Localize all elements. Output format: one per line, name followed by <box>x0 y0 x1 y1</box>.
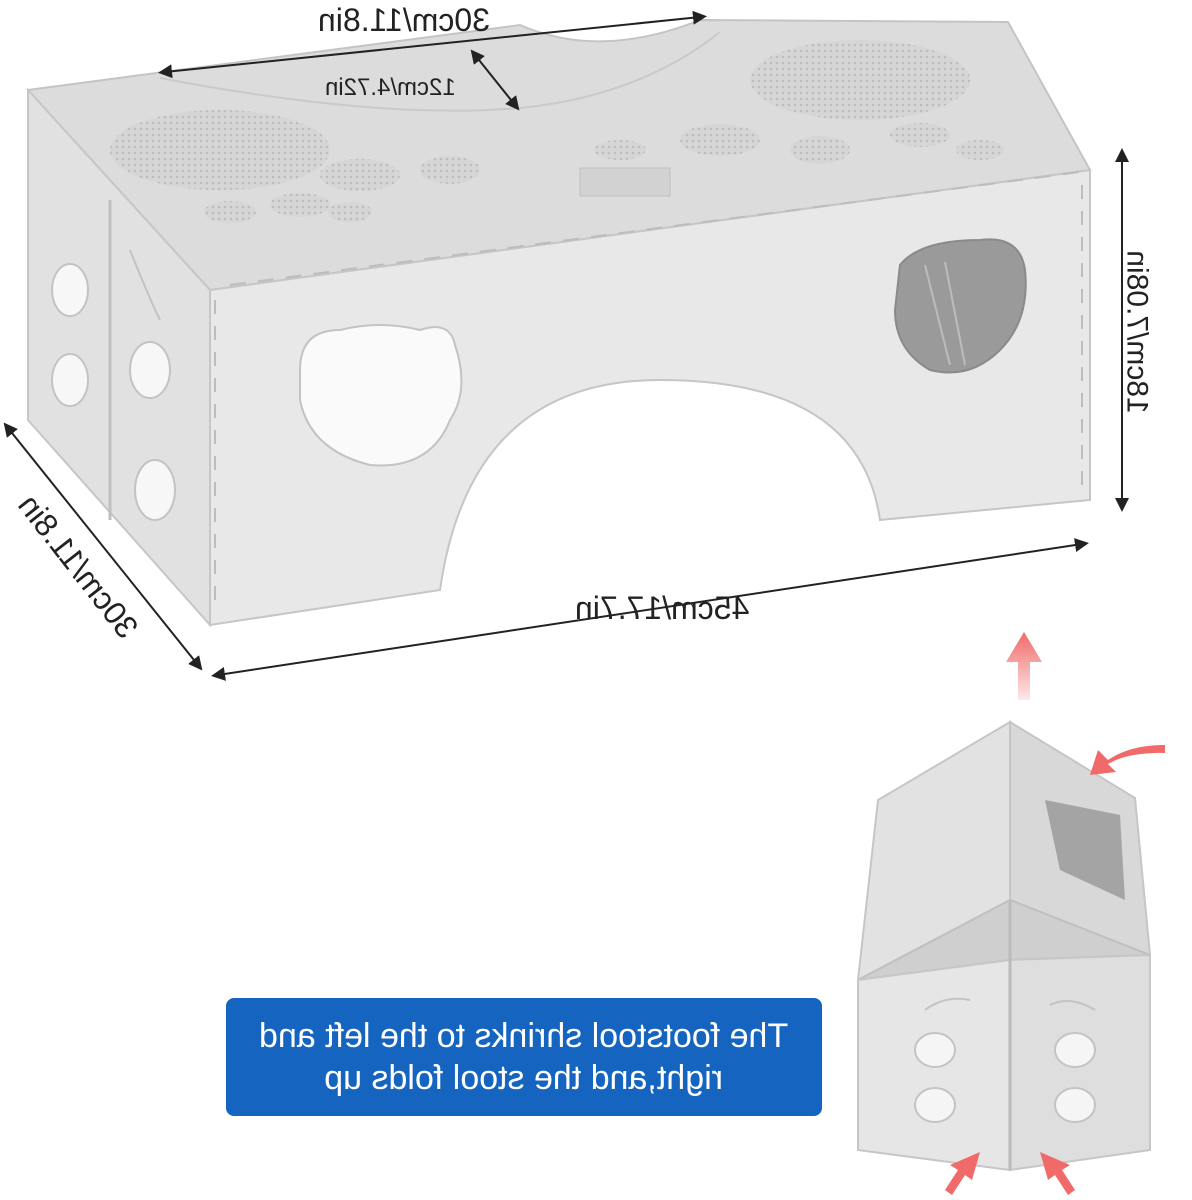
top-width-line <box>158 10 707 79</box>
arrow-in-left-icon <box>945 1152 980 1195</box>
length-label: 45cm/17.7in <box>575 590 750 626</box>
dimension-lines <box>3 10 1129 681</box>
front-cutout-left <box>299 324 463 467</box>
caption-box: The footstool shrinks to the left and ri… <box>226 998 822 1116</box>
arrow-curve-icon <box>1090 745 1165 775</box>
stool-folded <box>856 632 1165 1195</box>
cutout-depth-label: 12cm/4.72in <box>325 74 456 101</box>
grip-pads <box>110 40 1004 223</box>
arrow-up-icon <box>1006 632 1042 700</box>
stool-main <box>25 18 1092 628</box>
length-line <box>211 538 1089 681</box>
stool-front-face <box>209 168 1091 627</box>
folded-side-opening <box>1045 800 1125 900</box>
height-label: 18cm/7.08in <box>1120 250 1154 414</box>
fold-arrows <box>945 632 1165 1195</box>
arrow-in-right-icon <box>1040 1152 1075 1195</box>
puzzle-edge <box>214 171 1083 610</box>
top-width-label: 30cm/11.8in <box>318 2 490 38</box>
cutout-depth-line <box>470 49 520 111</box>
caption-text: The footstool shrinks to the left and ri… <box>259 1015 788 1099</box>
front-cutout-right-shelf <box>924 261 966 366</box>
side-depth-line <box>3 422 203 671</box>
folded-cutouts <box>914 997 1096 1123</box>
caption-line-2: right,and the stool folds up <box>324 1059 724 1097</box>
caption-line-1: The footstool shrinks to the left and <box>259 1017 789 1055</box>
center-label-plate <box>579 167 671 197</box>
